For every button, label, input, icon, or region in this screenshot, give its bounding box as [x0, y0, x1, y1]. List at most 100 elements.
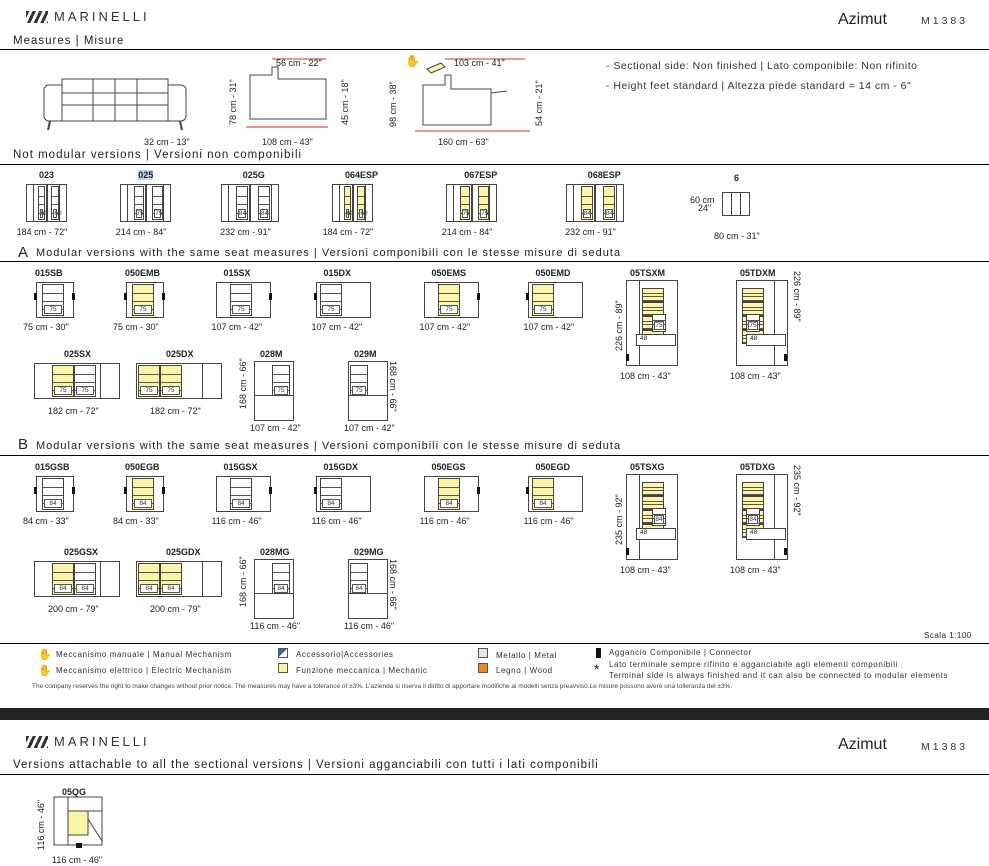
- brand-name: MARINELLI: [54, 734, 150, 749]
- connector-icon: [124, 487, 127, 494]
- item-code: 025GSX: [64, 547, 99, 557]
- seat-cushion: 84: [320, 478, 342, 510]
- seat-line: [139, 374, 159, 375]
- seat-size-label: 84: [259, 209, 269, 218]
- seat-cushion: 84: [532, 478, 554, 510]
- item-code: 025: [138, 170, 154, 180]
- connector-icon: [477, 487, 480, 494]
- item-size: 80 cm - 31": [714, 231, 760, 241]
- item-size: 75 cm - 30": [113, 322, 159, 332]
- connector-icon: [269, 293, 272, 300]
- frame: [100, 363, 120, 399]
- seat-cushion: 84: [602, 186, 616, 220]
- seat-line: [533, 495, 553, 496]
- seat-line: [38, 204, 45, 205]
- seat-line: [52, 195, 58, 197]
- seat-line: [358, 204, 364, 205]
- item-code: 025G: [242, 170, 265, 180]
- scale-label: Scala 1:100: [924, 631, 972, 640]
- seat-size-label: 75: [534, 305, 552, 314]
- seat-cushion: 75: [132, 284, 154, 316]
- item-vsize: 226 cm - 89": [614, 300, 624, 351]
- item-size: 75 cm - 30": [23, 322, 69, 332]
- section-b-letter: B: [18, 436, 29, 453]
- item-size: 200 cm - 79": [48, 604, 99, 614]
- seat-line: [747, 319, 759, 321]
- seat-line: [743, 490, 763, 491]
- seat-cushion: 84: [257, 186, 271, 220]
- seat-line: [75, 580, 95, 581]
- seat-line: [139, 580, 159, 581]
- frame: [100, 561, 120, 597]
- seat-line: [743, 296, 763, 297]
- side-size-inch: 24": [698, 203, 712, 213]
- seat-line: [43, 487, 63, 488]
- seat-line: [321, 293, 341, 294]
- section-b-title: Modular versions with the same seat meas…: [36, 440, 622, 452]
- connector-icon: [314, 487, 317, 494]
- item-size: 107 cm - 42": [211, 322, 263, 332]
- seat-line: [321, 495, 341, 496]
- seat-cushion: 84: [580, 186, 593, 220]
- side-size: 60 cm: [690, 195, 715, 205]
- dim-recline-height: 98 cm - 38": [388, 81, 398, 127]
- legend-mechanic: Funzione meccanica | Mechanic: [296, 666, 428, 675]
- seat-line: [743, 486, 763, 488]
- seat-line: [133, 293, 153, 294]
- hand-icon: ✋: [38, 649, 52, 661]
- item-code: 05TDXM: [740, 268, 776, 278]
- metal-swatch: [478, 648, 488, 658]
- seat-line: [351, 374, 367, 375]
- seat-line: [273, 580, 289, 581]
- seat-line: [75, 572, 95, 573]
- seat-line: [743, 493, 763, 495]
- item-vsize: 168 cm - 66": [238, 556, 248, 607]
- item-vsize: 235 cm - 92": [614, 494, 624, 545]
- product-code: M1383: [921, 15, 969, 27]
- seat-line: [731, 192, 732, 216]
- item-code: 068ESP: [587, 170, 621, 180]
- seat-cushion: 75: [320, 284, 342, 316]
- product-name: Azimut: [838, 11, 887, 28]
- seat-line: [479, 195, 488, 197]
- note-sectional-side: - Sectional side: Non finished | Lato co…: [606, 60, 918, 72]
- dim-seat-width: 32 cm - 13": [144, 137, 190, 147]
- mechanic-swatch: [278, 663, 288, 673]
- legend-metal: Metallo | Metal: [496, 651, 557, 660]
- seat-cushion: 75: [230, 284, 252, 316]
- seat-size-label: 84: [140, 584, 158, 593]
- seat-size-label: 75: [154, 209, 163, 218]
- seat-line: [43, 301, 63, 302]
- connector-icon: [72, 487, 75, 494]
- section-a-title: Modular versions with the same seat meas…: [36, 247, 622, 259]
- item-code: 015GSB: [35, 462, 70, 472]
- connector-icon: [526, 487, 529, 494]
- recliner-side-drawing: ✋: [405, 54, 530, 132]
- seat-line: [231, 487, 251, 488]
- item-size: 107 cm - 42": [523, 322, 575, 332]
- seat-size-label: 75: [44, 305, 62, 314]
- seat-size-label: 75: [461, 209, 470, 218]
- seat-line: [439, 301, 459, 302]
- seat-line: [153, 195, 162, 197]
- dim-depth-top: 56 cm - 22": [276, 58, 322, 68]
- seat-line: [351, 572, 367, 573]
- seat-cushion: 84: [235, 186, 248, 220]
- seat-cushion: 75: [459, 186, 470, 220]
- legend-terminal-it: Lato terminale sempre rifinito e agganci…: [609, 660, 898, 669]
- seat-size-label: 75: [134, 305, 152, 314]
- seat-cushion: 75: [532, 284, 554, 316]
- item-vsize: 168 cm - 66": [388, 559, 398, 610]
- seat-line: [153, 204, 162, 205]
- connector-icon: [626, 354, 629, 361]
- item-vsize: 168 cm - 66": [388, 361, 398, 412]
- item-vsize: 226 cm - 89": [792, 271, 802, 322]
- seat-size-label: 84: [440, 499, 458, 508]
- connector-icon: [314, 293, 317, 300]
- seat-size-label: 84: [54, 584, 72, 593]
